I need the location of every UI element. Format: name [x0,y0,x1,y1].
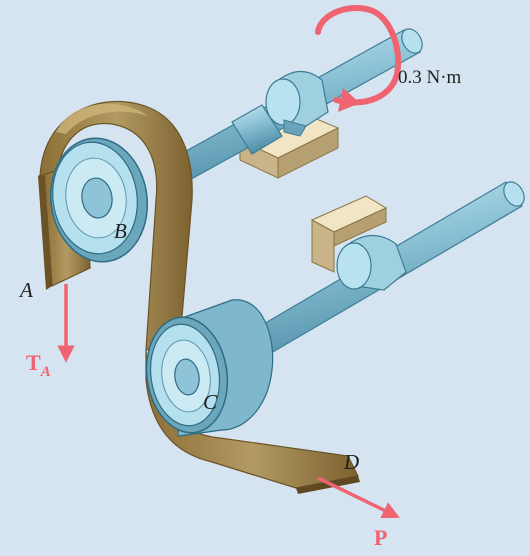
pulley-b [49,137,149,263]
tension-a-label: TA [26,350,51,380]
torque-label: 0.3 N·m [398,67,462,88]
force-p-arrow [317,476,400,519]
lower-bearing-base [310,195,388,273]
point-b-label: B [114,219,127,243]
point-c-label: C [203,390,218,414]
torque-arrow [315,5,402,112]
tension-a-main: T [26,350,41,375]
force-p-label: P [374,525,387,550]
pulley-c [145,299,274,437]
lower-bearing [336,234,407,291]
point-a-label: A [18,278,33,302]
tension-a-subscript: A [40,364,51,380]
upper-bearing [265,70,329,137]
point-d-label: D [343,450,359,474]
belt-top-arc [39,100,193,351]
